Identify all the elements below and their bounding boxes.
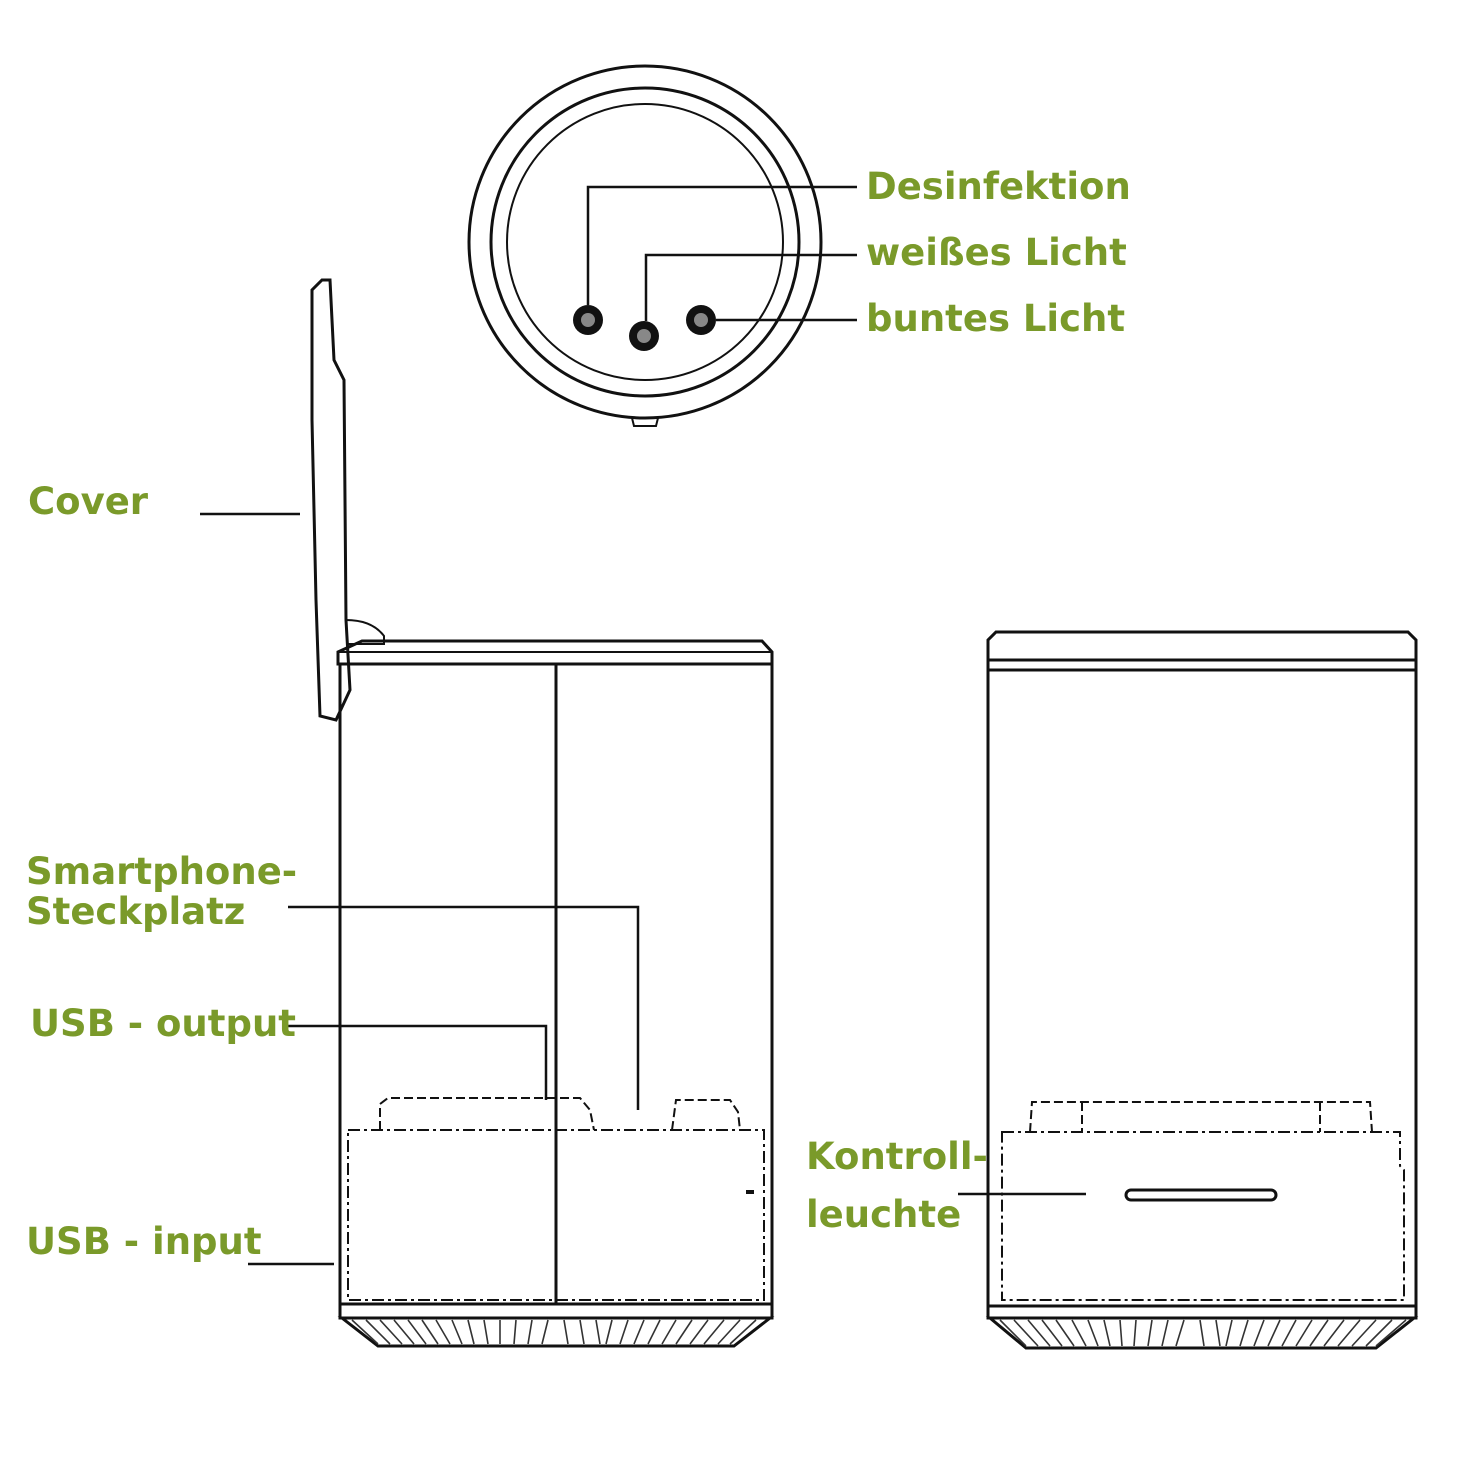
label-usb-output: USB - output [30,1002,296,1045]
white-light-button-icon [629,321,659,351]
front-view-open [200,278,775,1348]
leader-smartphone [288,905,640,1110]
label-smartphone-line1: Smartphone- [26,850,298,893]
label-usb-input: USB - input [26,1220,262,1263]
top-view [467,64,857,427]
label-desinfektion: Desinfektion [866,165,1131,208]
leader-desinfektion [586,185,857,305]
label-buntes-licht: buntes Licht [866,297,1126,340]
color-light-button-icon [686,305,716,335]
label-weisses-licht: weißes Licht [866,231,1127,274]
front-view-closed [958,630,1419,1350]
label-kontroll-line2: leuchte [806,1193,962,1236]
label-cover: Cover [28,480,149,523]
label-kontroll-line1: Kontroll- [806,1135,988,1178]
label-smartphone-line2: Steckplatz [26,890,246,933]
leader-weisses-licht [644,253,857,321]
disinfection-button-icon [573,305,603,335]
control-lamp-icon [1124,1188,1278,1202]
leader-usb-output [288,1024,548,1100]
